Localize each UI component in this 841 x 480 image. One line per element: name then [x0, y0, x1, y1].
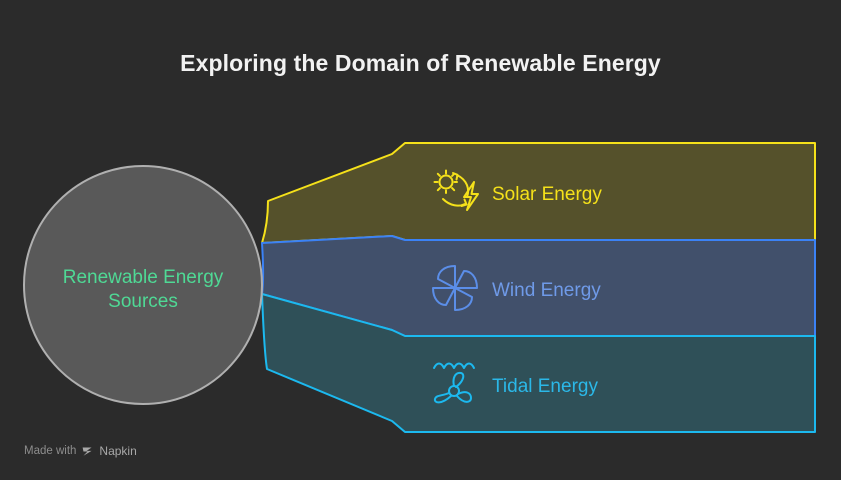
wind-energy-icon: [432, 265, 478, 311]
branch-wind[interactable]: Wind Energy: [261, 235, 816, 337]
branch-tidal[interactable]: Tidal Energy: [261, 293, 816, 433]
solar-energy-icon: [433, 169, 479, 211]
tidal-energy-icon: [433, 362, 475, 404]
branch-tidal-label: Tidal Energy: [492, 376, 598, 397]
hub-node[interactable]: Renewable Energy Sources: [23, 165, 263, 405]
branch-tidal-shape: [261, 293, 816, 433]
hub-label-line2: Sources: [108, 291, 178, 312]
napkin-watermark: Made with Napkin: [24, 444, 137, 458]
made-with-label: Made with: [24, 445, 77, 457]
branch-solar[interactable]: Solar Energy: [261, 142, 816, 244]
hub-circle: [23, 165, 263, 405]
hub-label-line1: Renewable Energy: [63, 267, 224, 288]
napkin-logo-icon: [81, 445, 94, 458]
branch-wind-label: Wind Energy: [492, 280, 601, 301]
page-title: Exploring the Domain of Renewable Energy: [180, 50, 661, 76]
napkin-brand-label: Napkin: [99, 444, 137, 458]
branch-solar-label: Solar Energy: [492, 184, 602, 205]
